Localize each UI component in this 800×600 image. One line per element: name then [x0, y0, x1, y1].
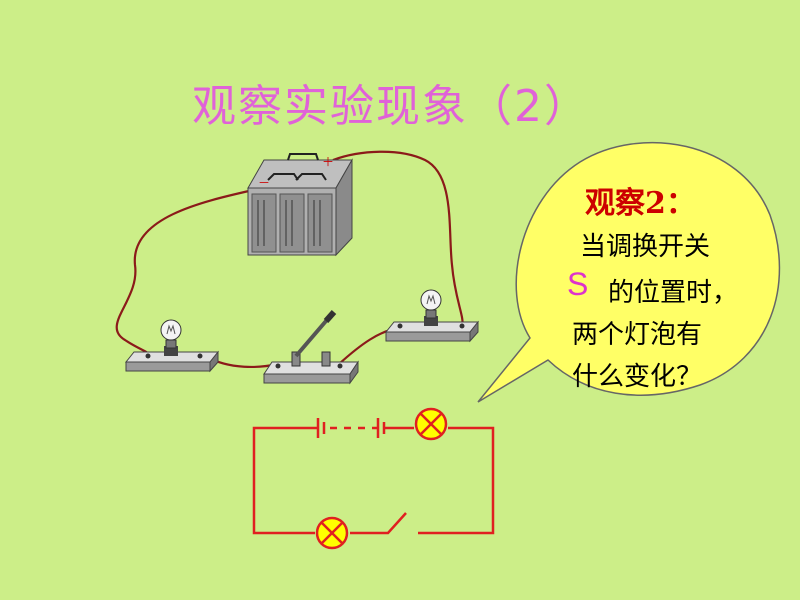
circuit-schematic [252, 407, 495, 550]
right-bulb-assembly [384, 289, 480, 343]
battery-positive-label: ＋ [322, 155, 334, 169]
battery: － ＋ [247, 153, 353, 257]
callout-line-2: 的位置时， [608, 278, 739, 308]
callout-line-1: 当调换开关 [580, 232, 711, 262]
battery-negative-label: － [258, 176, 270, 190]
speech-bubble [477, 141, 781, 403]
callout-line-3: 两个灯泡有 [572, 320, 703, 350]
callout-heading: 观察2： [585, 186, 696, 221]
page-title: 观察实验现象（2） [192, 81, 590, 132]
knife-switch [263, 310, 359, 385]
left-bulb-assembly [124, 319, 220, 373]
callout-line-4: 什么变化？ [572, 362, 703, 392]
callout-switch-symbol: S [567, 266, 589, 302]
